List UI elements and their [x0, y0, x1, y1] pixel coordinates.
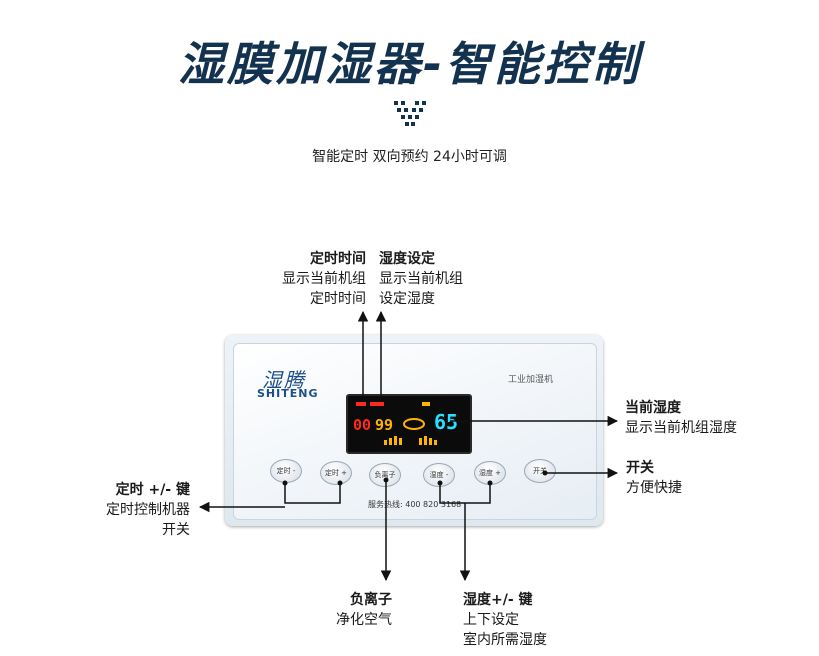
callout-power: 开关 方便快捷: [626, 458, 716, 498]
callout-line: 室内所需湿度: [463, 632, 547, 648]
page-subtitle: 智能定时 双向预约 24小时可调: [312, 149, 507, 165]
callout-line: 定时时间: [310, 291, 366, 307]
callout-anion: 负离子 净化空气: [300, 590, 392, 630]
callout-line: 定时控制机器: [106, 502, 190, 518]
display-timer-value: 00: [353, 416, 372, 434]
anion-button[interactable]: 负离子: [369, 463, 401, 487]
callout-line: 显示当前机组湿度: [625, 420, 737, 436]
callout-line: 上下设定: [463, 612, 519, 628]
callout-humidity-set: 湿度设定 显示当前机组 设定湿度: [379, 249, 489, 309]
service-hotline: 服务热线: 400 820 3168: [368, 500, 462, 509]
callout-line: 净化空气: [336, 612, 392, 628]
callout-line: 开关: [162, 522, 190, 538]
callout-title: 开关: [626, 460, 654, 476]
callout-current-humidity: 当前湿度 显示当前机组湿度: [625, 398, 775, 438]
callout-title: 当前湿度: [625, 400, 681, 416]
page-title: 湿膜加湿器-智能控制: [177, 37, 642, 91]
display-set-humidity: 99: [375, 416, 394, 434]
timer-plus-button[interactable]: 定时 +: [320, 461, 352, 485]
callout-timer-keys: 定时 +/- 键 定时控制机器 开关: [80, 480, 190, 540]
callout-line: 方便快捷: [626, 480, 682, 496]
power-button[interactable]: 开关: [524, 459, 556, 483]
display-bars-icon: [356, 402, 437, 445]
callout-line: 设定湿度: [379, 291, 435, 307]
brand-logo-cn: 湿腾: [262, 368, 306, 392]
led-display: 00 99 65: [346, 394, 472, 454]
callout-line: 显示当前机组: [282, 271, 366, 287]
callout-timer-time: 定时时间 显示当前机组 定时时间: [258, 249, 366, 309]
control-panel: [225, 335, 603, 526]
callout-humidity-keys: 湿度+/- 键 上下设定 室内所需湿度: [463, 590, 583, 650]
brand-logo-en: SHITENG: [257, 387, 319, 400]
dots-decoration-icon: [394, 101, 426, 126]
callout-title: 负离子: [350, 592, 392, 608]
display-current-humidity: 65: [434, 410, 459, 434]
callout-title: 定时时间: [310, 251, 366, 267]
callout-title: 湿度+/- 键: [463, 592, 533, 608]
callout-line: 显示当前机组: [379, 271, 463, 287]
callout-title: 定时 +/- 键: [115, 482, 190, 498]
callout-title: 湿度设定: [379, 251, 435, 267]
timer-minus-button[interactable]: 定时 -: [270, 459, 302, 483]
model-label: 工业加湿机: [508, 375, 554, 385]
